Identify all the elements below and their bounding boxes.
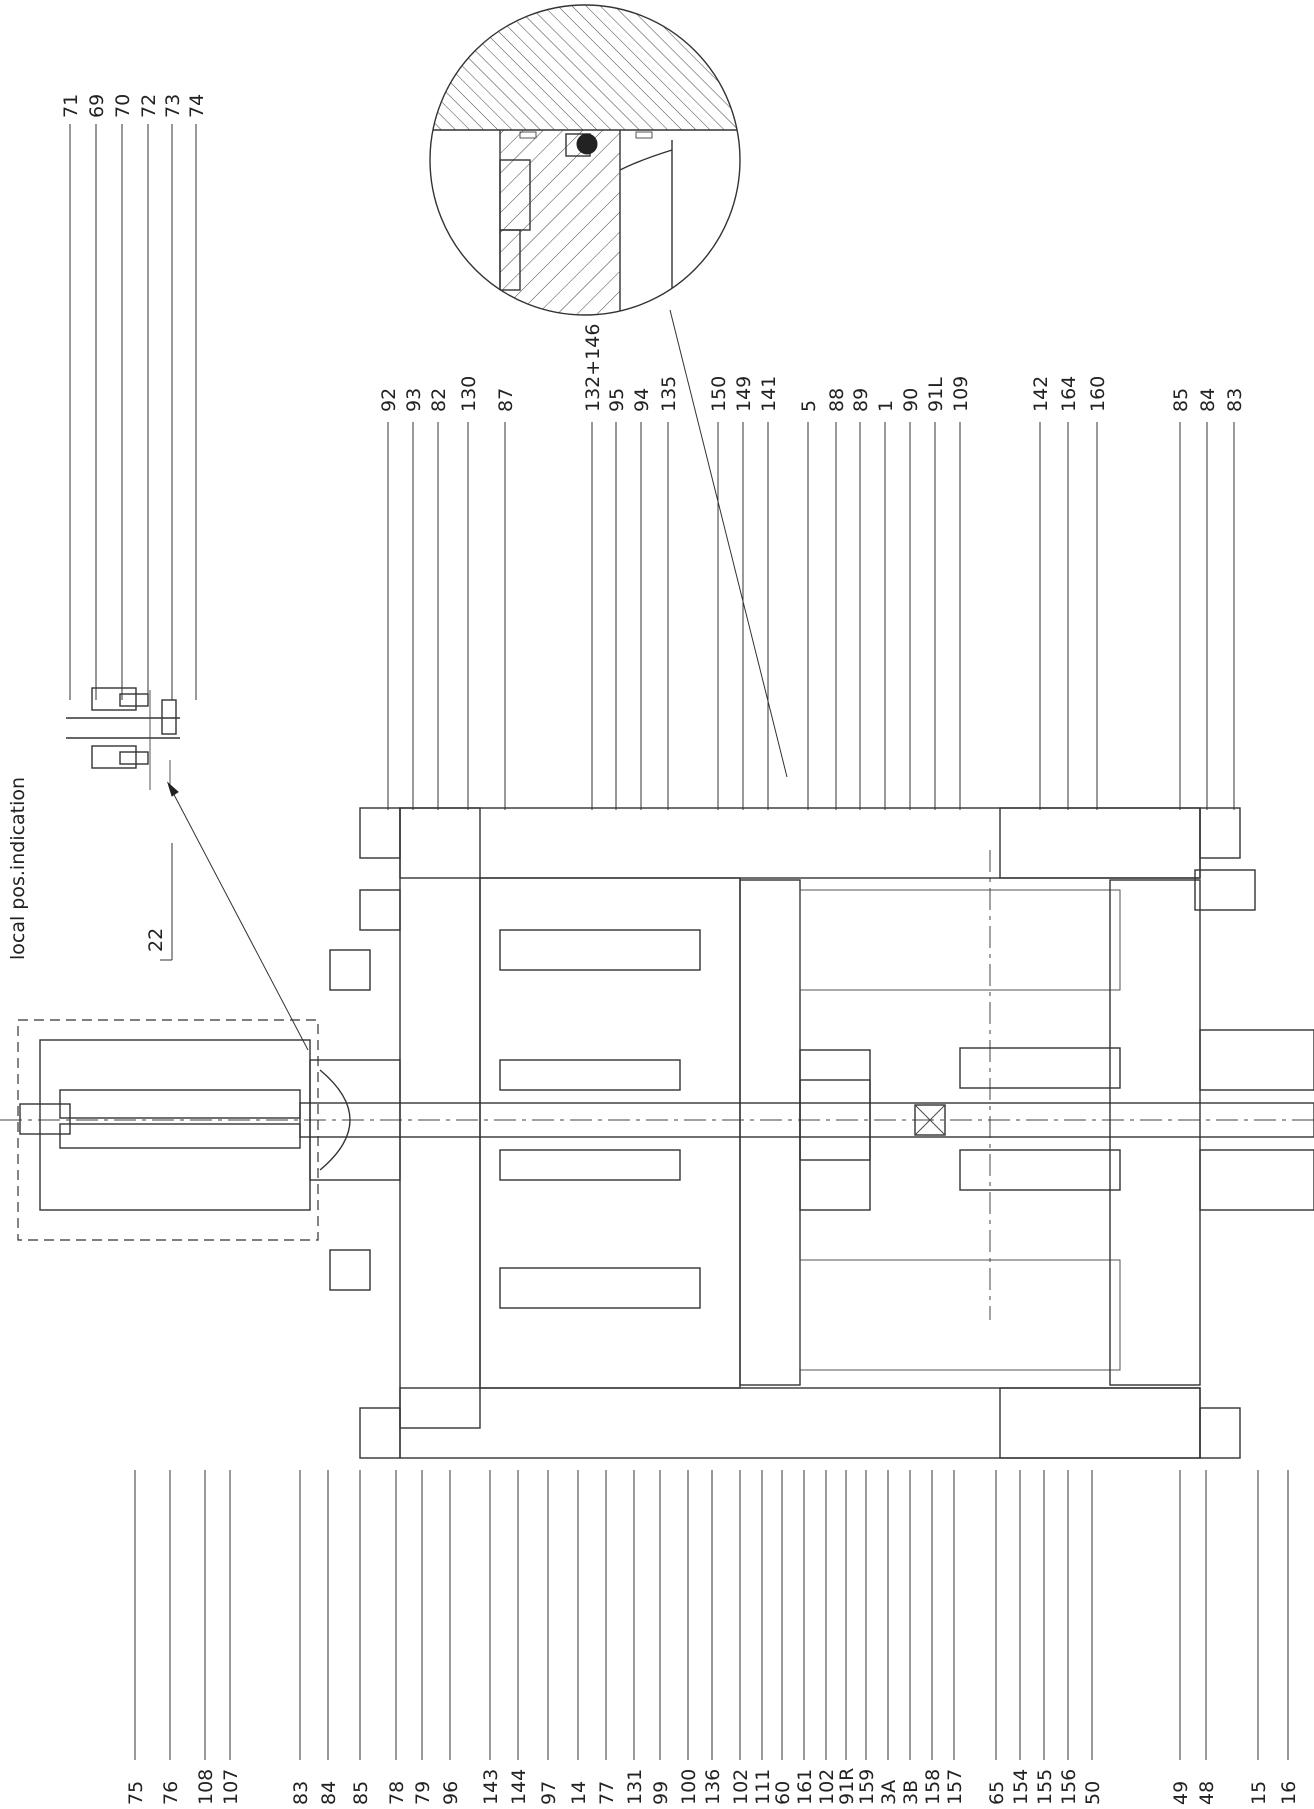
local-pos-indication-box	[17, 1019, 319, 1241]
part-label: 157	[944, 1769, 966, 1805]
part-label: 3A	[878, 1780, 900, 1805]
part-label: 100	[678, 1769, 700, 1805]
part-label: 154	[1010, 1769, 1032, 1805]
part-label: 95	[606, 388, 628, 412]
part-label: 136	[702, 1769, 724, 1805]
part-label: 93	[403, 388, 425, 412]
detail-22	[66, 687, 309, 1051]
part-label: 111	[752, 1769, 774, 1805]
spring-lower	[799, 1149, 1121, 1371]
part-label: 160	[1087, 376, 1109, 412]
part-label: 158	[922, 1769, 944, 1805]
part-label: 150	[708, 376, 730, 412]
part-label: 75	[125, 1781, 147, 1805]
part-label: 102	[816, 1769, 838, 1805]
part-label: 70	[112, 94, 134, 118]
part-label: 135	[658, 376, 680, 412]
part-label: 91R	[836, 1768, 858, 1805]
part-label: 92	[378, 388, 400, 412]
part-label: 132+146	[582, 324, 604, 412]
part-label: 76	[160, 1781, 182, 1805]
part-label: 16	[1278, 1781, 1300, 1805]
part-label: 1	[875, 400, 897, 412]
part-label: 96	[440, 1781, 462, 1805]
part-label: 15	[1248, 1781, 1270, 1805]
part-label: 77	[596, 1781, 618, 1805]
local-pos-indication-label: local pos.indication	[7, 777, 29, 960]
part-label: 156	[1058, 1769, 1080, 1805]
part-label: 79	[412, 1781, 434, 1805]
part-label: 69	[86, 94, 108, 118]
part-label: 108	[195, 1769, 217, 1805]
part-label: 85	[1170, 388, 1192, 412]
part-label: 84	[318, 1781, 340, 1805]
part-label: 90	[900, 388, 922, 412]
part-label: 65	[986, 1781, 1008, 1805]
part-label: 149	[733, 376, 755, 412]
part-label: 72	[138, 94, 160, 118]
part-label: 130	[458, 376, 480, 412]
part-label: 141	[758, 376, 780, 412]
part-label: 94	[631, 388, 653, 412]
part-label: 85	[350, 1781, 372, 1805]
main-assembly	[0, 807, 1314, 1459]
part-label: 82	[428, 388, 450, 412]
part-label: 74	[186, 94, 208, 118]
detail-22-label: 22	[145, 928, 167, 952]
part-label: 88	[826, 388, 848, 412]
part-label: 83	[290, 1781, 312, 1805]
part-label: 161	[794, 1769, 816, 1805]
part-label: 109	[950, 376, 972, 412]
part-label: 159	[856, 1769, 878, 1805]
part-label: 102	[730, 1769, 752, 1805]
part-label: 83	[1224, 388, 1246, 412]
part-label: 3B	[900, 1780, 922, 1805]
part-label: 142	[1030, 376, 1052, 412]
part-label: 155	[1034, 1769, 1056, 1805]
part-label: 84	[1197, 388, 1219, 412]
part-label: 5	[798, 400, 820, 412]
part-label: 60	[772, 1781, 794, 1805]
part-label: 48	[1196, 1781, 1218, 1805]
part-label: 144	[508, 1769, 530, 1805]
part-label: 78	[386, 1781, 408, 1805]
part-label: 97	[538, 1781, 560, 1805]
part-label: 87	[495, 388, 517, 412]
part-label: 107	[220, 1769, 242, 1805]
part-label: 143	[480, 1769, 502, 1805]
part-label: 73	[162, 94, 184, 118]
part-label: 164	[1058, 376, 1080, 412]
part-label: 14	[568, 1781, 590, 1805]
part-label: 71	[60, 94, 82, 118]
position-indicator	[19, 1039, 401, 1211]
spring-upper	[799, 889, 1121, 1089]
part-label: 89	[850, 388, 872, 412]
part-label: 99	[650, 1781, 672, 1805]
part-label: 49	[1170, 1781, 1192, 1805]
part-label: 131	[624, 1769, 646, 1805]
part-label: 50	[1082, 1781, 1104, 1805]
part-label: 91L	[925, 377, 947, 412]
